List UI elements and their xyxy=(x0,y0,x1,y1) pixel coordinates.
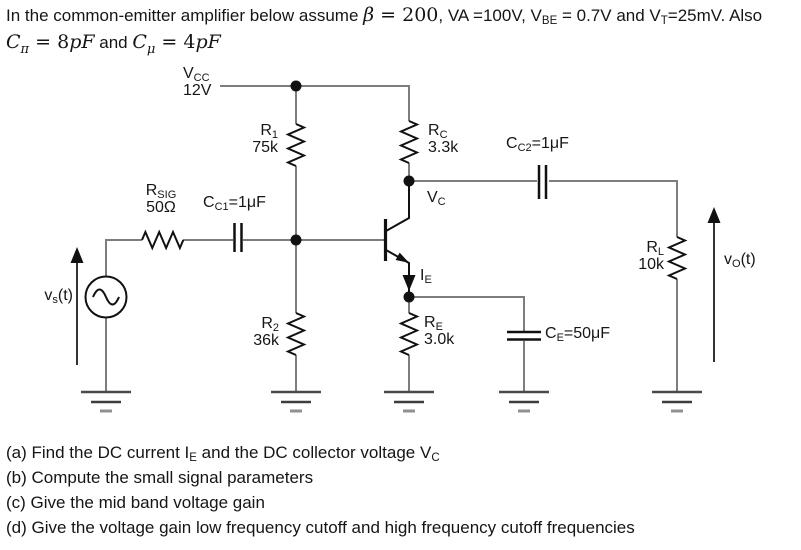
rc-label: RC 3.3k xyxy=(428,122,459,156)
r1-value: 75k xyxy=(252,139,278,156)
r1-label: R1 75k xyxy=(218,122,278,156)
cc2-label: CC2=1μF xyxy=(506,135,569,154)
vs-label: vs(t) xyxy=(44,287,73,306)
capacitor-cc1 xyxy=(233,223,243,252)
resistors xyxy=(141,120,688,356)
problem-statement-line1: In the common-emitter amplifier below as… xyxy=(6,4,763,27)
rl-value: 10k xyxy=(638,256,664,273)
rsig-value: 50Ω xyxy=(146,199,176,216)
capacitor-cc2 xyxy=(537,165,548,199)
capacitors xyxy=(233,165,548,341)
junction-dot xyxy=(403,175,415,187)
ce-label: CE=50μF xyxy=(545,325,611,344)
sine-wave-icon xyxy=(92,288,120,306)
ground-symbol-ce xyxy=(499,390,549,413)
resistor-rc xyxy=(398,120,420,164)
emitter-arrowhead xyxy=(395,252,409,263)
ground-symbols xyxy=(81,390,702,413)
resistor-r2 xyxy=(285,312,307,356)
rl-label: RL 10k xyxy=(604,239,664,273)
re-value: 3.0k xyxy=(424,331,455,348)
question-d: (d) Give the voltage gain low frequency … xyxy=(6,518,635,537)
signal-source xyxy=(84,275,128,319)
ground-symbol-rl xyxy=(652,390,702,413)
r2-label: R2 36k xyxy=(219,315,279,349)
ground-symbol-source xyxy=(81,390,131,413)
cc1-label: CC1=1μF xyxy=(203,194,266,213)
question-a: (a) Find the DC current IE and the DC co… xyxy=(6,443,440,464)
junction-dot xyxy=(403,291,415,303)
vcc-value: 12V xyxy=(183,82,212,99)
vo-arrow xyxy=(707,207,721,362)
capacitor-ce xyxy=(507,330,541,341)
vcc-label: VCC 12V xyxy=(183,65,212,99)
problem-statement-line2: Cπ = 8pF and Cμ = 4pF xyxy=(6,31,221,57)
pi-subscript: π xyxy=(20,42,30,57)
rc-value: 3.3k xyxy=(428,139,459,156)
re-label: RE 3.0k xyxy=(424,314,455,348)
vc-label: VC xyxy=(427,189,446,208)
transistor-collector xyxy=(385,182,410,232)
ground-symbol-re xyxy=(384,390,434,413)
junction-dot xyxy=(290,234,302,246)
question-c: (c) Give the mid band voltage gain xyxy=(6,493,265,512)
resistor-rl xyxy=(666,236,688,280)
wire-cc2-rl xyxy=(549,180,678,237)
wires xyxy=(105,85,678,392)
ground-symbol-r2 xyxy=(271,390,321,413)
mu-subscript: μ xyxy=(146,42,156,57)
junction-dots xyxy=(290,80,415,303)
question-b: (b) Compute the small signal parameters xyxy=(6,468,314,487)
resistor-re xyxy=(398,312,420,356)
wire-vcc-rail xyxy=(220,85,410,121)
vo-label: vO(t) xyxy=(724,251,756,270)
beta-symbol: β xyxy=(363,4,375,26)
rsig-label: RSIG 50Ω xyxy=(126,182,196,216)
wire-emitter-ce xyxy=(409,296,525,331)
junction-dot xyxy=(290,80,302,92)
problem-text: In the common-emitter amplifier below as… xyxy=(6,6,364,25)
vs-arrow xyxy=(70,247,84,365)
wire-source-rsig xyxy=(105,239,142,277)
resistor-r1 xyxy=(285,123,307,167)
ie-label: IE xyxy=(420,267,432,286)
r2-value: 36k xyxy=(253,332,279,349)
ie-current-arrow xyxy=(402,275,416,291)
resistor-rsig xyxy=(141,229,185,251)
